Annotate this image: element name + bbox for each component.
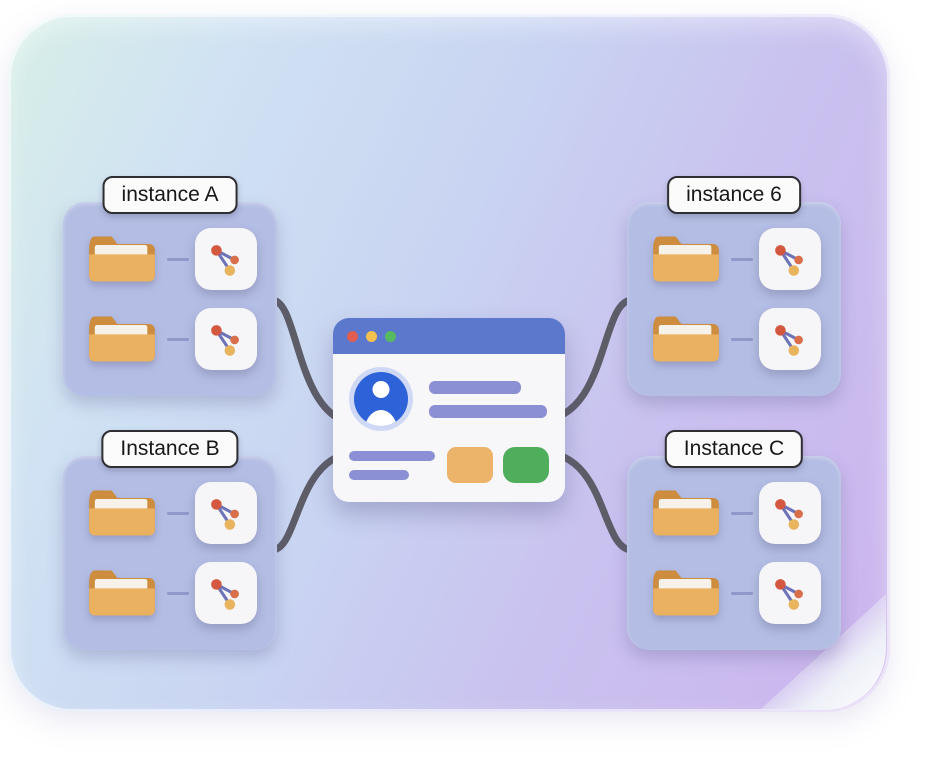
yellow-dot-icon xyxy=(366,330,377,342)
folder-icon xyxy=(83,483,161,543)
share-network-card xyxy=(195,562,257,624)
repo-row xyxy=(83,308,257,370)
share-network-icon xyxy=(767,490,813,536)
row-link-line xyxy=(167,257,189,261)
instance-card-c: Instance C xyxy=(627,430,841,650)
share-network-icon xyxy=(767,236,813,282)
repo-row xyxy=(83,562,257,624)
actions-row xyxy=(349,447,549,483)
repo-row xyxy=(647,562,821,624)
green-dot-icon xyxy=(385,330,396,342)
share-network-card xyxy=(759,228,821,290)
instance-rows xyxy=(63,456,277,650)
instance-card-a: instance A xyxy=(63,176,277,396)
instance-card-b: Instance B xyxy=(63,430,277,650)
folder-icon xyxy=(647,229,725,289)
browser-window xyxy=(333,318,565,502)
folder-icon xyxy=(647,483,725,543)
share-network-icon xyxy=(203,570,249,616)
instance-rows xyxy=(627,202,841,396)
avatar-head xyxy=(372,381,390,398)
row-link-line xyxy=(167,337,189,341)
instance-card-6: instance 6 xyxy=(627,176,841,396)
instance-label: Instance B xyxy=(101,430,239,468)
red-dot-icon xyxy=(347,330,358,342)
row-link-line xyxy=(731,511,753,515)
repo-row xyxy=(647,228,821,290)
row-link-line xyxy=(731,337,753,341)
share-network-icon xyxy=(203,490,249,536)
avatar-shoulders xyxy=(364,410,398,426)
folder-icon xyxy=(647,563,725,623)
instance-rows xyxy=(63,202,277,396)
instance-label: instance A xyxy=(102,176,238,214)
text-placeholder-bar xyxy=(349,469,409,480)
green-button xyxy=(503,447,549,483)
share-network-card xyxy=(195,482,257,544)
repo-row xyxy=(647,482,821,544)
folder-icon xyxy=(83,229,161,289)
text-placeholder-lines xyxy=(429,380,547,418)
repo-row xyxy=(83,482,257,544)
profile-row xyxy=(349,367,549,431)
share-network-icon xyxy=(767,570,813,616)
row-link-line xyxy=(731,591,753,595)
repo-row xyxy=(83,228,257,290)
orange-button xyxy=(447,447,493,483)
instance-label: instance 6 xyxy=(667,176,801,214)
row-link-line xyxy=(167,591,189,595)
user-avatar-icon xyxy=(354,372,408,426)
folder-icon xyxy=(83,563,161,623)
instance-rows xyxy=(627,456,841,650)
share-network-card xyxy=(195,228,257,290)
text-placeholder-bar xyxy=(349,450,435,461)
folder-icon xyxy=(647,309,725,369)
share-network-icon xyxy=(767,316,813,362)
window-body xyxy=(333,354,565,483)
share-network-icon xyxy=(203,236,249,282)
folder-icon xyxy=(83,309,161,369)
share-network-card xyxy=(759,562,821,624)
repo-row xyxy=(647,308,821,370)
row-link-line xyxy=(731,257,753,261)
share-network-card xyxy=(759,308,821,370)
text-placeholder-bar xyxy=(429,380,521,394)
row-link-line xyxy=(167,511,189,515)
avatar-ring xyxy=(349,367,413,431)
window-titlebar xyxy=(333,318,565,354)
share-network-icon xyxy=(203,316,249,362)
text-placeholder-bar xyxy=(429,404,547,418)
text-placeholder-lines xyxy=(349,450,435,480)
share-network-card xyxy=(759,482,821,544)
instance-label: Instance C xyxy=(664,430,804,468)
button-group xyxy=(447,447,549,483)
share-network-card xyxy=(195,308,257,370)
